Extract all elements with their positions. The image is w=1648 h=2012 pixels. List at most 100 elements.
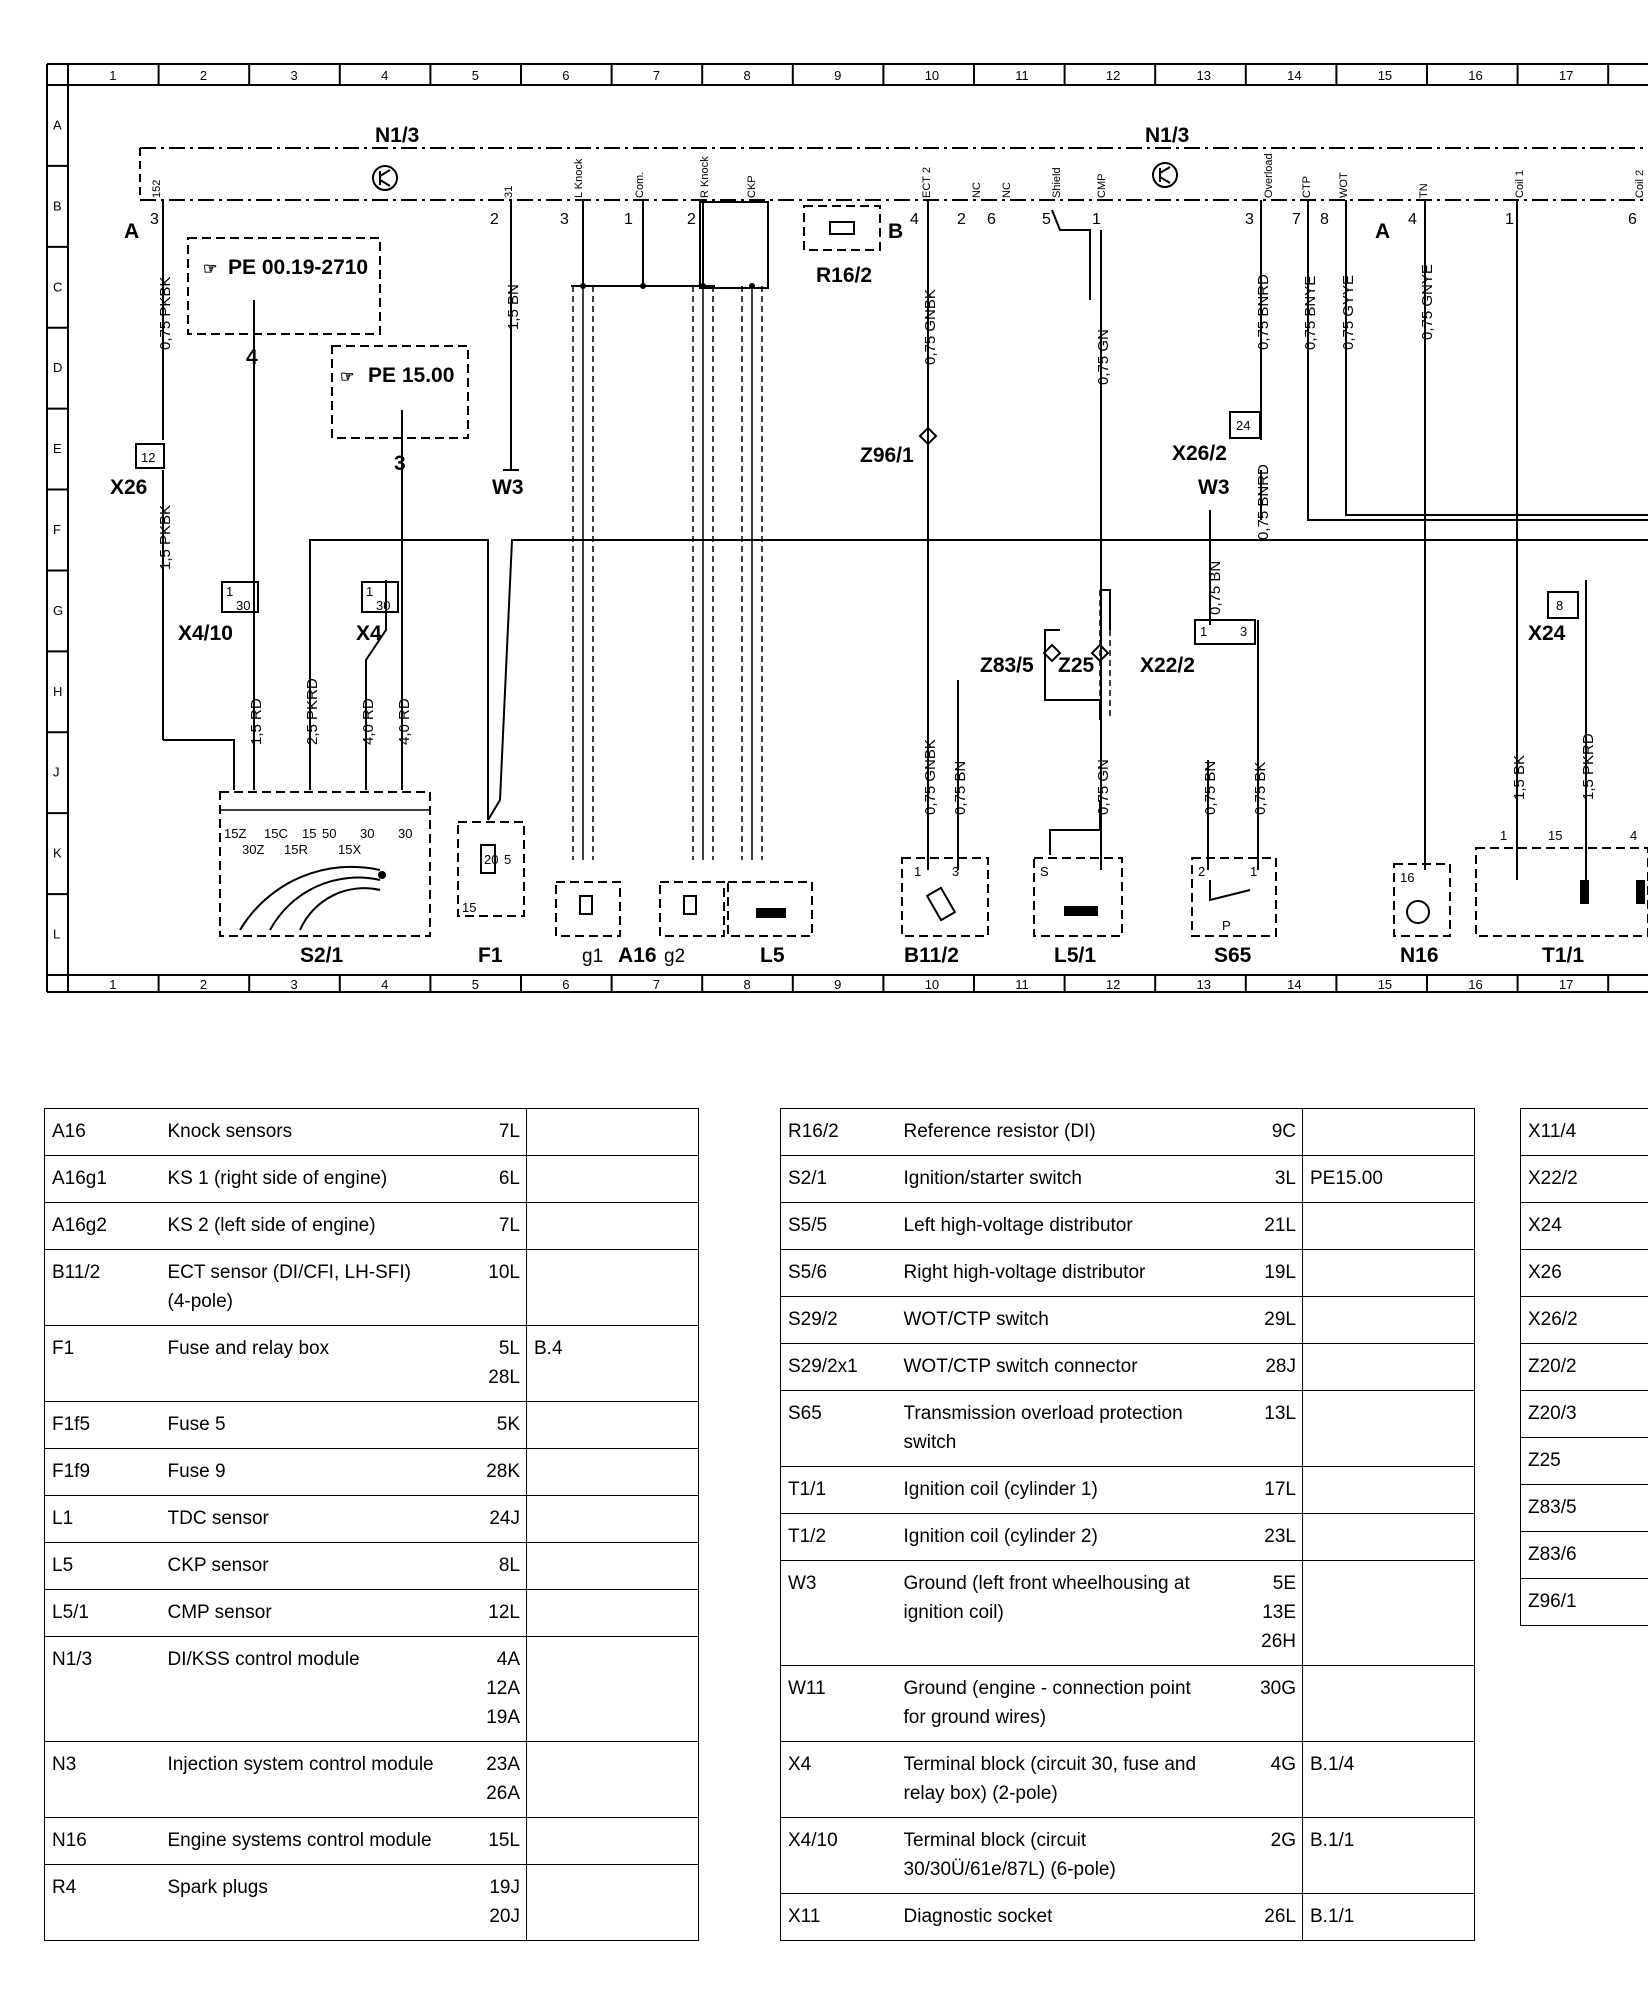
legend-cell-loc: 8L [462, 1542, 527, 1590]
grid-column-label: 1 [109, 68, 116, 83]
splice-z25: Z25 [1058, 643, 1110, 677]
legend-cell-desc [1635, 1578, 1648, 1626]
component-f1-fuse-box: 20 5 15 F1 [457, 821, 525, 967]
grid-column-label: 11 [1015, 68, 1029, 83]
svg-text:3: 3 [952, 864, 959, 879]
grid-column-label: 14 [1287, 977, 1301, 992]
grid-column-label: 3 [291, 977, 298, 992]
svg-text:30: 30 [398, 826, 412, 841]
grid-column-label: 15 [1378, 977, 1392, 992]
pin-name: NC [1001, 182, 1013, 198]
grid-column-label: 13 [1197, 977, 1211, 992]
component-s65-overload-switch: 2 1 P S65 [1191, 857, 1277, 967]
grid-column-label: 4 [381, 977, 388, 992]
legend-cell-code: W11 [780, 1665, 897, 1742]
grid-row-label: A [53, 117, 62, 132]
legend-cell-code: Z83/5 [1520, 1484, 1635, 1532]
legend-cell-code: R16/2 [780, 1108, 897, 1156]
svg-text:4,0 RD: 4,0 RD [360, 698, 377, 745]
legend-cell-loc: 29L [1238, 1296, 1303, 1344]
legend-cell-note [526, 1817, 699, 1865]
svg-text:L5: L5 [760, 944, 785, 967]
svg-text:g2: g2 [664, 946, 685, 967]
transistor-icon [372, 165, 398, 191]
pin-name: TN [1418, 183, 1430, 198]
svg-text:50: 50 [322, 826, 336, 841]
grid-column-label: 15 [1378, 68, 1392, 83]
grid-column-label: 7 [653, 977, 660, 992]
svg-text:7: 7 [1292, 211, 1301, 228]
legend-cell-note [1302, 1249, 1475, 1297]
legend-cell-loc: 30G [1238, 1665, 1303, 1742]
legend-cell-loc: 28K [462, 1448, 527, 1496]
legend-cell-note [526, 1589, 699, 1637]
grid-column-label: 13 [1197, 68, 1211, 83]
legend-cell-note [1302, 1665, 1475, 1742]
grid-ticks [47, 64, 1610, 992]
grid-column-label: 16 [1468, 977, 1482, 992]
svg-text:15R: 15R [284, 842, 308, 857]
legend-cell-desc: DI/KSS control module [160, 1636, 463, 1742]
svg-text:0,75 BNRD: 0,75 BNRD [1255, 274, 1272, 350]
svg-text:PE 15.00: PE 15.00 [368, 364, 454, 387]
grid-column-label: 8 [744, 68, 751, 83]
legend-cell-note [1302, 1513, 1475, 1561]
grid-column-label: 5 [472, 68, 479, 83]
svg-text:15: 15 [302, 826, 316, 841]
legend-cell-note [1302, 1296, 1475, 1344]
legend-cell-loc: 7L [462, 1108, 527, 1156]
legend-cell-code: N1/3 [44, 1636, 161, 1742]
legend-row: Z20/3 [1520, 1390, 1648, 1438]
legend-cell-desc: Left high-voltage distributor [896, 1202, 1239, 1250]
component-l5-1-cmp-sensor: S L5/1 [1033, 857, 1123, 967]
transistor-icon [1152, 162, 1178, 188]
legend-row: X26/2 [1520, 1296, 1648, 1344]
legend-row: X11/4 [1520, 1108, 1648, 1156]
svg-text:3: 3 [1240, 624, 1247, 639]
legend-cell-code: S29/2 [780, 1296, 897, 1344]
pin-name: L Knock [573, 158, 585, 198]
ref-arrow-number: 4 [246, 346, 258, 369]
component-a16-knock-sensors: g1 A16 g2 [555, 881, 725, 967]
svg-text:☞: ☞ [203, 261, 217, 278]
svg-text:2: 2 [490, 211, 499, 228]
component-b11-2-ect-sensor: 1 3 B11/2 [901, 857, 989, 967]
legend-cell-code: A16g1 [44, 1155, 161, 1203]
legend-cell-loc: 5L 28L [462, 1325, 527, 1402]
svg-text:Z83/5: Z83/5 [980, 654, 1034, 677]
pin-name: CTP [1301, 176, 1313, 198]
legend-cell-desc [1635, 1437, 1648, 1485]
svg-text:0,75 BNYE: 0,75 BNYE [1302, 276, 1319, 350]
legend-cell-note [1302, 1108, 1475, 1156]
legend-cell-loc: 15L [462, 1817, 527, 1865]
legend-cell-desc: Right high-voltage distributor [896, 1249, 1239, 1297]
pin-name: 31 [503, 186, 515, 198]
svg-text:4: 4 [910, 211, 919, 228]
grid-column-label: 7 [653, 68, 660, 83]
legend-cell-note [526, 1108, 699, 1156]
svg-text:T1/1: T1/1 [1542, 944, 1584, 967]
wire-labels: 0,75 PKBK 1,5 PKBK 1,5 BN 1,5 RD 2,5 PKR… [157, 264, 1597, 815]
legend-cell-note: B.1/4 [1302, 1741, 1475, 1818]
legend-cell-desc: Terminal block (circuit 30/30Ü/61e/87L) … [896, 1817, 1239, 1894]
legend-cell-note [526, 1448, 699, 1496]
svg-text:S2/1: S2/1 [300, 944, 344, 967]
legend-cell-loc: 26L [1238, 1893, 1303, 1941]
connector-x24: 8 X24 [1528, 591, 1579, 645]
grid-column-label: 17 [1559, 68, 1573, 83]
svg-text:A16: A16 [618, 944, 657, 967]
legend-cell-desc [1635, 1202, 1648, 1250]
legend-cell-note [1302, 1560, 1475, 1666]
grid-column-label: 9 [834, 977, 841, 992]
legend-cell-loc: 24J [462, 1495, 527, 1543]
legend-cell-desc: WOT/CTP switch [896, 1296, 1239, 1344]
